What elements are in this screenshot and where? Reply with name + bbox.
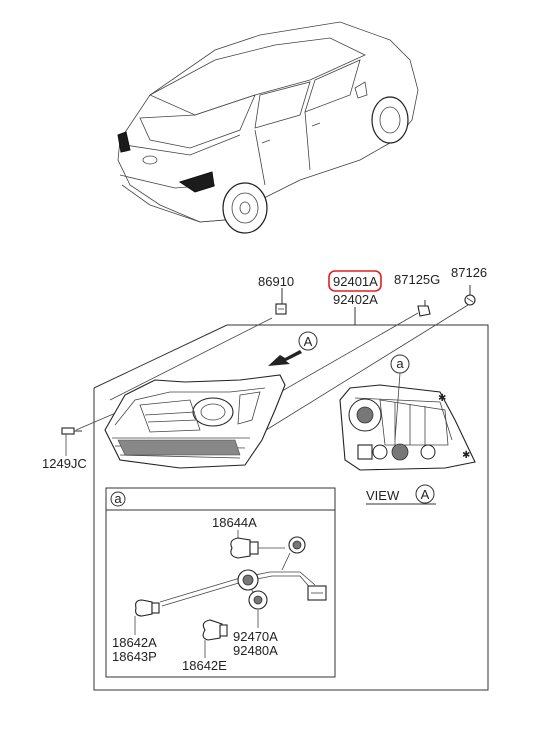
label-92401a: 92401A (333, 274, 378, 289)
car-illustration (117, 21, 419, 234)
screw-1249jc (61, 427, 82, 435)
svg-text:✱: ✱ (438, 393, 446, 404)
label-87126: 87126 (451, 265, 487, 280)
connector (307, 585, 327, 601)
tail-lamp-rear-view: ✱ ✱ a (339, 354, 476, 471)
detail-a-label-top: a (396, 356, 404, 371)
fastener-86910 (275, 303, 287, 315)
label-86910: 86910 (258, 274, 294, 289)
label-92480a: 92480A (233, 643, 278, 658)
callout-a-label: A (304, 334, 313, 349)
view-arrow: A (268, 331, 318, 366)
label-18642a: 18642A (112, 635, 157, 650)
label-87125g: 87125G (394, 272, 440, 287)
assembly-frame (93, 324, 489, 691)
socket-upper (288, 536, 306, 554)
svg-text:✱: ✱ (462, 450, 470, 461)
detail-box-a: a (105, 487, 336, 678)
part-labels: 86910 92401A 92402A 87125G 87126 1249JC … (42, 265, 487, 673)
tail-lamp-assembly (104, 374, 286, 469)
label-18642e: 18642E (182, 658, 227, 673)
label-92402a: 92402A (333, 292, 378, 307)
bulb-18642a (135, 599, 160, 617)
socket-lower (248, 590, 268, 610)
fastener-87126 (464, 294, 476, 306)
label-18644a: 18644A (212, 515, 257, 530)
detail-a-label: a (114, 491, 122, 506)
view-label: VIEW (366, 488, 400, 503)
highlight-box (328, 270, 382, 292)
label-1249jc: 1249JC (42, 456, 87, 471)
view-callout-a: A (421, 487, 430, 502)
label-92470a: 92470A (233, 629, 278, 644)
socket-middle (237, 569, 259, 591)
fastener-87125g (417, 305, 431, 317)
bulb-18642e (202, 619, 228, 641)
bulb-18644a (230, 537, 285, 559)
label-18643p: 18643P (112, 649, 157, 664)
view-a-caption: VIEW A (366, 484, 436, 505)
